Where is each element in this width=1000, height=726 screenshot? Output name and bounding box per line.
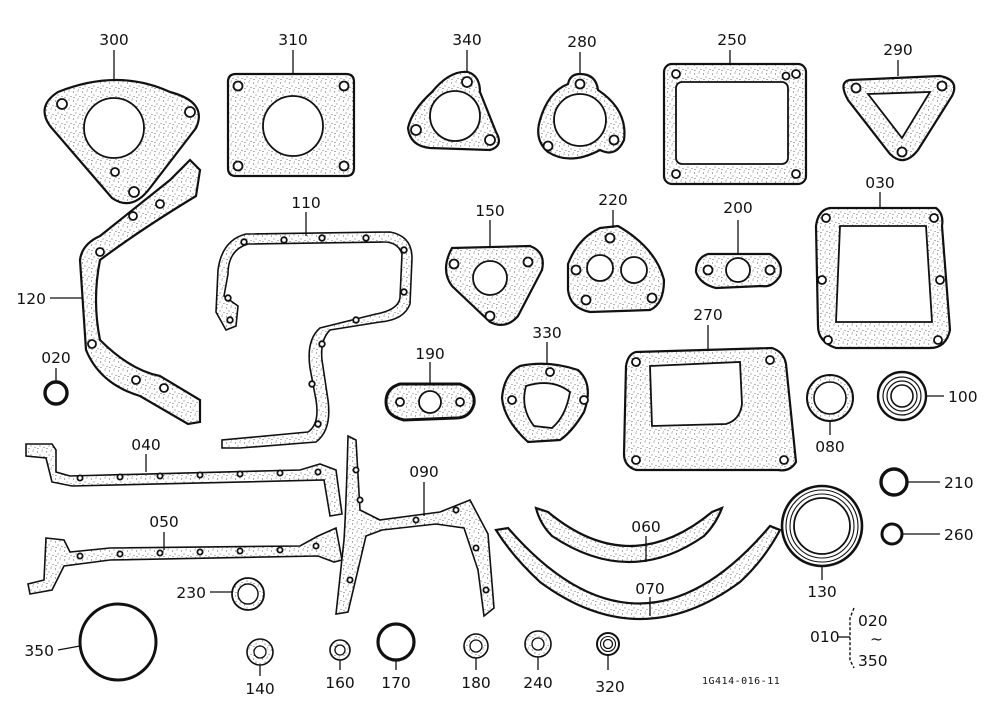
label-070: 070 (635, 580, 665, 598)
label-120: 120 (16, 290, 46, 308)
label-140: 140 (245, 680, 275, 698)
label-020: 020 (41, 349, 71, 367)
label-110: 110 (291, 194, 321, 212)
gasket-290 (842, 74, 956, 162)
label-010: 010 (810, 628, 840, 646)
label-290: 290 (883, 41, 913, 59)
washer-240 (524, 630, 552, 658)
gasket-280 (537, 72, 626, 160)
label-240: 240 (523, 674, 553, 692)
oring-210 (879, 467, 909, 497)
label-080: 080 (815, 438, 845, 456)
washer-160 (329, 639, 351, 661)
label-340: 340 (452, 31, 482, 49)
seal-080 (806, 374, 854, 422)
label-180: 180 (461, 674, 491, 692)
label-230: 230 (176, 584, 206, 602)
gasket-300 (43, 78, 200, 205)
drawing-code: 1G414-016-11 (702, 676, 780, 687)
gasket-110 (215, 231, 413, 449)
gasket-220 (566, 224, 666, 314)
gasket-030 (814, 206, 952, 350)
label-330: 330 (532, 324, 562, 342)
label-260: 260 (944, 526, 974, 544)
label-050: 050 (149, 513, 179, 531)
gasket-150 (444, 244, 544, 327)
label-200: 200 (723, 199, 753, 217)
gasket-310 (226, 72, 356, 178)
gasket-090 (335, 434, 495, 618)
kit-range-sep: ~ (870, 630, 883, 648)
gasket-250 (662, 62, 808, 186)
seal-070 (494, 524, 782, 621)
kit-range-start: 020 (858, 612, 888, 630)
gasket-330 (500, 362, 589, 444)
label-310: 310 (278, 31, 308, 49)
kit-range: 010 020 ~ 350 (810, 607, 888, 670)
label-190: 190 (415, 345, 445, 363)
seal-130 (780, 484, 864, 568)
label-300: 300 (99, 31, 129, 49)
label-250: 250 (717, 31, 747, 49)
label-130: 130 (807, 583, 837, 601)
label-160: 160 (325, 674, 355, 692)
seal-060 (534, 506, 724, 564)
oring-260 (880, 522, 904, 546)
label-040: 040 (131, 436, 161, 454)
gasket-050 (27, 526, 343, 595)
kit-range-end: 350 (858, 652, 888, 670)
label-170: 170 (381, 674, 411, 692)
label-350: 350 (24, 642, 54, 660)
washer-140 (246, 638, 274, 666)
label-150: 150 (475, 202, 505, 220)
label-090: 090 (409, 463, 439, 481)
label-220: 220 (598, 191, 628, 209)
label-060: 060 (631, 518, 661, 536)
oring-020 (43, 380, 69, 406)
label-030: 030 (865, 174, 895, 192)
label-100: 100 (948, 388, 978, 406)
oring-350 (78, 602, 158, 682)
seal-320 (596, 632, 620, 656)
label-280: 280 (567, 33, 597, 51)
label-320: 320 (595, 678, 625, 696)
gasket-120 (78, 158, 202, 426)
gasket-190 (384, 382, 476, 422)
seal-100 (876, 370, 928, 422)
washer-230 (231, 577, 265, 611)
gasket-270 (622, 346, 798, 472)
gasket-200 (694, 252, 782, 290)
washer-180 (463, 633, 489, 659)
gasket-340 (406, 70, 501, 152)
label-210: 210 (944, 474, 974, 492)
gasket-040 (25, 443, 343, 517)
label-270: 270 (693, 306, 723, 324)
oring-170 (376, 622, 416, 662)
